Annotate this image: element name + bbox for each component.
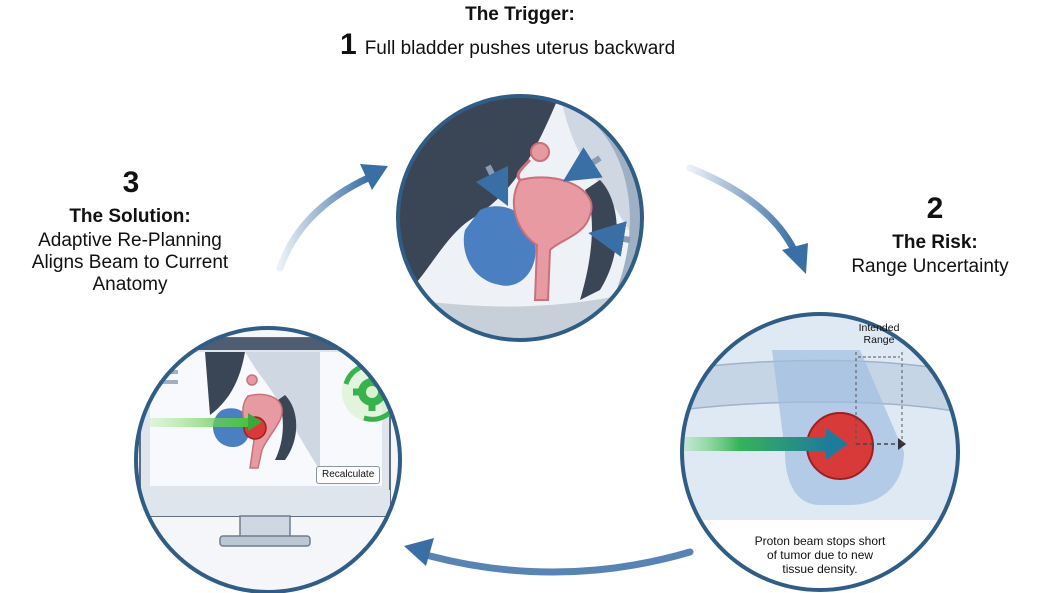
cycle-arrow-2-to-3	[430, 552, 690, 572]
monitor-base	[220, 536, 310, 546]
step3-text-line1: Adaptive Re-Planning	[10, 230, 250, 252]
cycle-arrowhead-2-to-3	[404, 538, 434, 566]
risk-caption-line3: tissue density.	[730, 562, 910, 576]
monitor-chin	[140, 490, 390, 516]
intended-range-line1: Intended	[844, 322, 914, 334]
step1-text: Full bladder pushes uterus backward	[365, 38, 676, 59]
proton-beam	[680, 437, 828, 451]
intended-range-line2: Range	[844, 334, 914, 346]
risk-caption-line1: Proton beam stops short	[730, 534, 910, 548]
intended-range-label: Intended Range	[844, 322, 914, 346]
step3-text-line2: Aligns Beam to Current	[10, 252, 250, 274]
cycle-arrow-1-to-2	[690, 168, 795, 252]
step3-text-line3: Anatomy	[10, 274, 250, 296]
recalculate-button[interactable]: Recalculate	[316, 466, 380, 484]
step2-text: Range Uncertainty	[820, 256, 1040, 278]
step3-text: Adaptive Re-Planning Aligns Beam to Curr…	[10, 230, 250, 296]
step2-heading: The Risk:	[850, 232, 1020, 254]
monitor-stand	[240, 516, 290, 538]
step1-label: 1 Full bladder pushes uterus backward	[340, 30, 760, 60]
step2-number: 2	[900, 194, 970, 224]
ovary-shape	[531, 143, 549, 161]
step3-number: 3	[96, 168, 166, 198]
step1-number: 1	[340, 28, 357, 61]
risk-caption-line2: of tumor due to new	[730, 548, 910, 562]
realigned-beam	[150, 418, 250, 427]
step3-heading: The Solution:	[40, 206, 220, 228]
risk-caption: Proton beam stops short of tumor due to …	[730, 534, 910, 576]
step1-heading: The Trigger:	[420, 4, 620, 26]
cycle-arrowhead-1-to-2	[782, 243, 808, 274]
cycle-arrow-3-to-1	[280, 178, 368, 268]
